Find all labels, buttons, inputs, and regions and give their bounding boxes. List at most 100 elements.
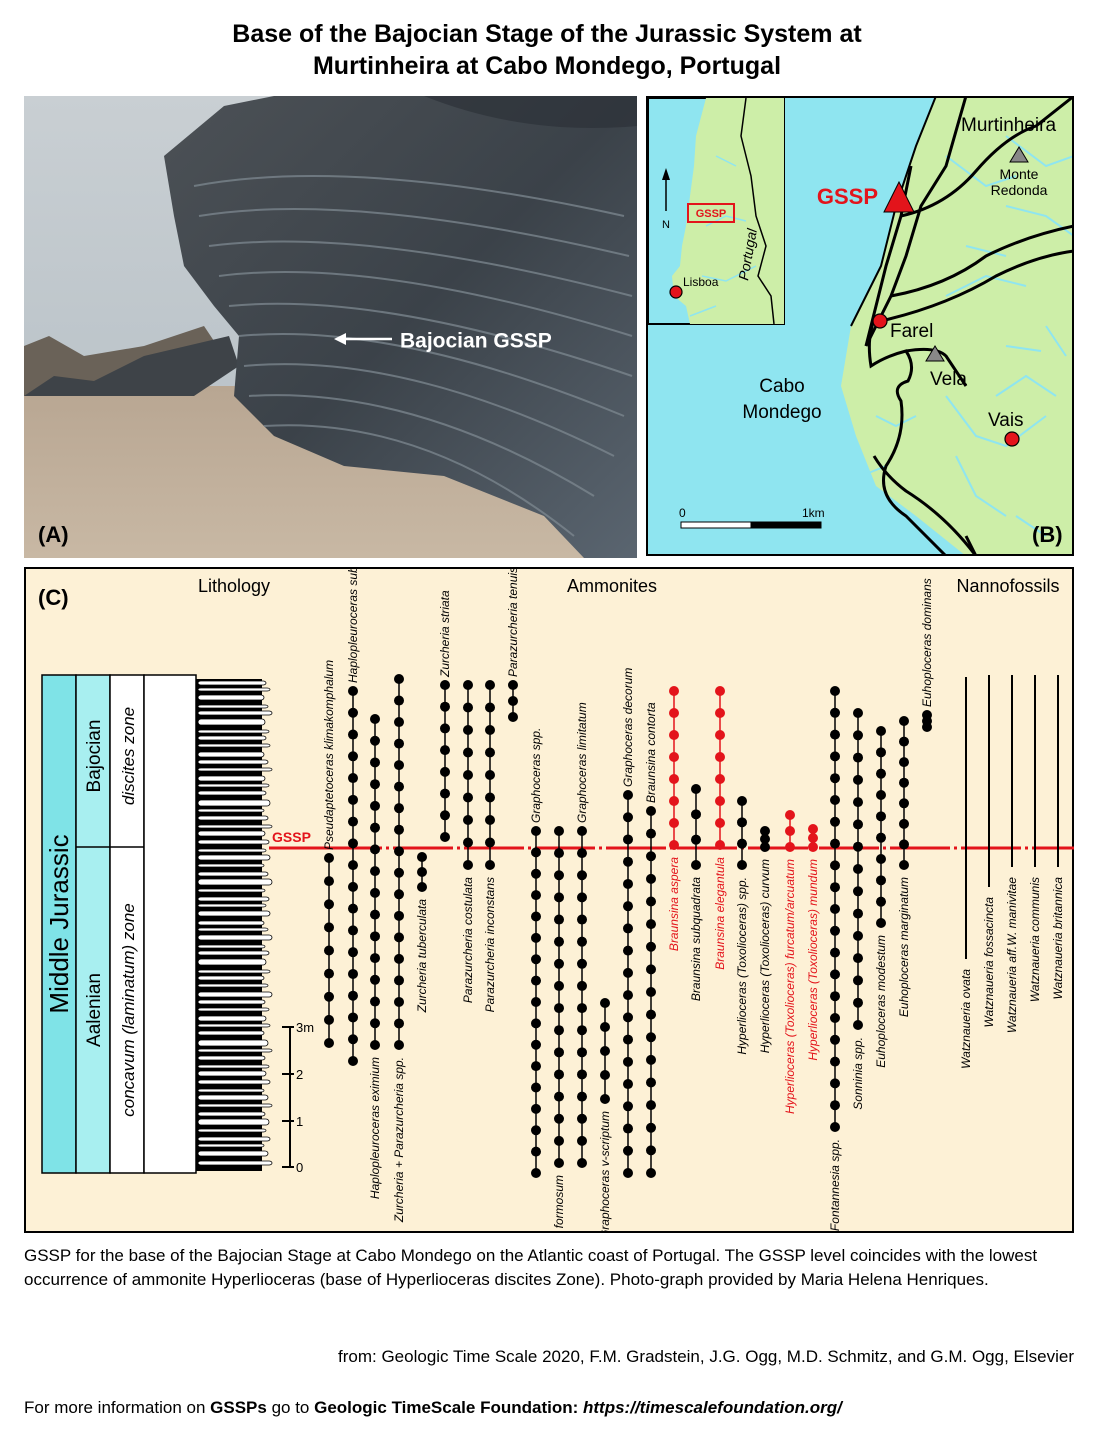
limestone-bed [197,783,270,788]
occurrence-dot [554,870,564,881]
limestone-bed [197,718,266,726]
occurrence-dot [830,773,840,784]
occurrence-dot [715,730,725,740]
chart-gssp-label: GSSP [272,829,311,845]
limestone-bed [197,934,273,941]
taxon-label: Parazurcheria costulata [461,877,475,1003]
limestone-bed [197,920,265,926]
occurrence-dot [853,752,863,763]
taxon-label: Fontannesia spp. [828,1139,842,1231]
occurrence-dot [876,790,886,800]
nannofossil-label: Watznaueria communis [1028,877,1042,1002]
more-info-mid: go to [266,1398,315,1417]
limestone-bed [197,1118,270,1126]
occurrence-dot [669,686,679,696]
occurrence-dot [485,792,495,803]
panel-c-label: (C) [38,585,69,610]
occurrence-dot [531,932,541,943]
occurrence-dot [324,1038,334,1048]
limestone-bed [197,815,269,821]
occurrence-dot [324,968,334,979]
occurrence-dot [324,1014,334,1025]
foundation-link[interactable]: https://timescalefoundation.org/ [583,1398,842,1417]
taxon-label: Graphoceras formosum [552,1175,566,1233]
limestone-bed [197,839,270,845]
occurrence-dot [876,896,886,907]
taxon-label: Haplopleuroceras eximium [368,1057,382,1199]
occurrence-dot [324,853,334,863]
occurrence-dot [370,909,380,920]
taxon-label: Sonninia spp. [851,1037,865,1110]
occurrence-dot [370,822,380,833]
occurrence-dot [623,923,633,934]
nannofossil-label: Watznaueria fossacincta [982,897,996,1028]
taxon-label: Hyperlioceras (Toxolioceras) curvum [758,859,772,1053]
taxon-label: Graphoceras limitatum [575,702,589,823]
occurrence-dot [577,936,587,947]
aalenian-label: Aalenian [84,973,105,1047]
occurrence-dot [531,975,541,986]
occurrence-dot [669,730,679,740]
map-frame [646,96,1074,556]
ammonites-header: Ammonites [567,576,657,596]
occurrence-dot [830,1122,840,1132]
stage-column [75,674,111,1174]
limestone-bed [197,1128,267,1133]
occurrence-dot [830,816,840,827]
occurrence-dot [394,1018,404,1029]
period-column [41,674,77,1174]
occurrence-dot [830,925,840,936]
occurrence-dot [646,896,656,907]
occurrence-dot [531,1039,541,1050]
limestone-bed [197,680,267,686]
taxon-label: Braunsina subquadrata [689,877,703,1001]
limestone-bed [197,790,267,796]
occurrence-dot [348,751,358,762]
occurrence-dot [370,974,380,985]
occurrence-dot [577,1025,587,1036]
occurrence-dot [715,818,725,828]
occurrence-dot [417,867,427,877]
occurrence-dot [623,901,633,912]
taxon-label: Zurcheria striata [438,590,452,678]
title-line-2: Murtinheira at Cabo Mondego, Portugal [312,52,782,80]
occurrence-dot [348,990,358,1001]
nannofossil-label: Watznaueria aff.W. manivitae [1005,877,1019,1033]
lisboa-marker [669,285,683,299]
occurrence-dot [370,1018,380,1029]
monte-redonda-label-1: Monte [1000,166,1039,182]
occurrence-dot [554,1158,564,1168]
inset-gssp-box [687,203,735,223]
taxon-label: Parazurcheria tenuissima [506,567,520,677]
occurrence-dot [646,1032,656,1043]
occurrence-dot [853,864,863,874]
occurrence-dot [554,936,564,947]
occurrence-dot [370,996,380,1007]
vais-marker [1004,431,1020,447]
limestone-bed [197,983,269,988]
limestone-bed [197,896,270,902]
occurrence-dot [348,816,358,827]
scale-bar-white [680,521,752,529]
occurrence-dot [691,834,701,845]
bajocian-label: Bajocian [84,720,105,793]
occurrence-dot [463,860,473,870]
taxon-label: Parazurcheria inconstans [483,877,497,1012]
occurrence-dot [623,1168,633,1178]
occurrence-dot [830,1034,840,1045]
panel-a-label: (A) [38,522,69,547]
occurrence-dot [830,686,840,696]
limestone-bed [197,1070,267,1077]
vela-label: Vela [930,369,967,390]
occurrence-dot [485,725,495,735]
occurrence-dot [623,945,633,956]
occurrence-dot [830,1078,840,1089]
occurrence-dot [348,1034,358,1045]
discites-label: discites zone [119,707,138,805]
inset-land [672,98,784,324]
occurrence-dot [623,990,633,1001]
inset-gssp-label: GSSP [696,208,727,220]
occurrence-dot [830,1100,840,1111]
occurrence-dot [830,860,840,871]
